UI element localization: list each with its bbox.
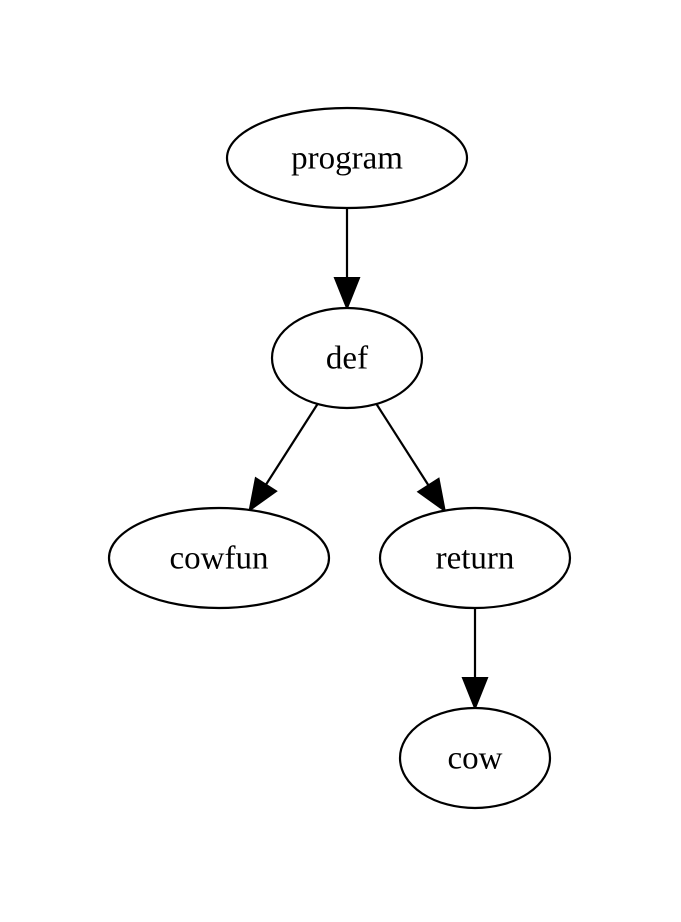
node-ellipse: [107, 506, 331, 610]
edge-program-to-def: [333, 208, 361, 311]
edge-return-to-cow: [461, 608, 489, 711]
arrowhead-icon: [333, 277, 361, 311]
edge-line: [375, 403, 430, 486]
node-label: return: [436, 541, 515, 577]
node-ellipse: [378, 506, 572, 610]
node-label: program: [291, 141, 403, 177]
edges-layer: [248, 208, 489, 711]
node-label: def: [326, 341, 368, 377]
node-ellipse: [225, 106, 469, 210]
node-label: cowfun: [170, 541, 269, 577]
edge-def-to-return: [375, 403, 447, 513]
node-ellipse: [398, 706, 552, 810]
node-def: def: [270, 306, 424, 410]
node-ellipse: [270, 306, 424, 410]
edge-line: [264, 403, 319, 486]
node-return: return: [378, 506, 572, 610]
nodes-layer: program def cowfun return cow: [107, 106, 572, 810]
arrowhead-icon: [416, 477, 447, 513]
node-program: program: [225, 106, 469, 210]
arrowhead-icon: [248, 476, 278, 513]
edge-def-to-cowfun: [248, 403, 319, 513]
node-label: cow: [448, 741, 503, 777]
node-cow: cow: [398, 706, 552, 810]
node-cowfun: cowfun: [107, 506, 331, 610]
arrowhead-icon: [461, 677, 489, 711]
